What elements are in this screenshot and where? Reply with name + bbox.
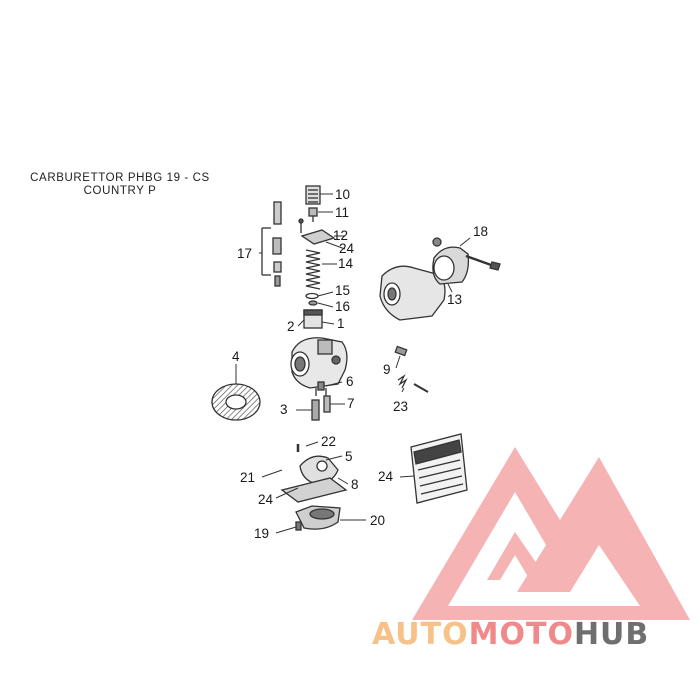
leader-lines [235,193,471,534]
callout-14: 14 [338,256,354,271]
part-11-screw [308,207,318,222]
callout-1: 1 [337,316,345,331]
part-14-spring [305,249,321,290]
callout-23: 23 [393,399,408,414]
logo-part-moto: MOTO [468,617,574,652]
callout-24-kit: 24 [378,469,394,484]
title-line-1: CARBURETTOR PHBG 19 - CS [30,172,210,184]
part-15-ring [305,292,319,300]
logo-part-hub: HUB [573,617,650,652]
callout-9: 9 [383,362,391,377]
part-17-needle-set [261,201,282,287]
part-20-float-bowl [295,505,341,530]
part-21-gasket [280,477,348,503]
part-carburettor-body [290,337,348,396]
callout-2: 2 [287,319,295,334]
watermark-logo-text: AUTOMOTOHUB [372,617,649,652]
callout-labels: 10 11 12 24 14 17 15 16 2 1 18 13 4 9 6 … [232,187,488,541]
part-6-jet [317,381,325,391]
callout-3: 3 [280,402,288,417]
callout-16: 16 [335,299,350,314]
callout-22: 22 [321,434,336,449]
diagram-title: CARBURETTOR PHBG 19 - CS COUNTRY P [0,172,240,198]
part-16-washer [308,300,318,306]
callout-19: 19 [254,526,269,541]
callout-24-top: 24 [339,241,355,256]
callout-12: 12 [333,228,348,243]
callout-24-bottom: 24 [258,492,274,507]
callout-15: 15 [335,283,350,298]
callout-7: 7 [347,396,355,411]
callout-4: 4 [232,349,240,364]
part-1-slide [303,309,323,329]
callout-13: 13 [447,292,462,307]
part-9-jet [394,345,408,357]
logo-part-auto: AUTO [372,617,469,652]
part-7-needle-jet [323,395,331,413]
part-12-plate [298,218,336,245]
part-3-jet-holder [311,399,320,421]
part-19-screw [295,521,302,531]
watermark-triangle [412,447,690,620]
part-23-screw-spring [397,374,429,393]
part-5-float [299,455,339,485]
part-4-air-filter [211,383,261,421]
part-13-manifold-assembly [379,237,470,321]
callout-5: 5 [345,449,353,464]
part-18-bolt [465,254,501,271]
callout-6: 6 [346,374,354,389]
callout-18: 18 [473,224,488,239]
callout-8: 8 [351,477,359,492]
part-24-repair-kit [410,433,468,504]
callout-11: 11 [335,205,349,220]
callout-20: 20 [370,513,385,528]
part-10-cap [305,185,321,205]
callout-21: 21 [240,470,255,485]
callout-17: 17 [237,246,252,261]
title-line-2: COUNTRY P [83,185,157,197]
callout-10: 10 [335,187,350,202]
